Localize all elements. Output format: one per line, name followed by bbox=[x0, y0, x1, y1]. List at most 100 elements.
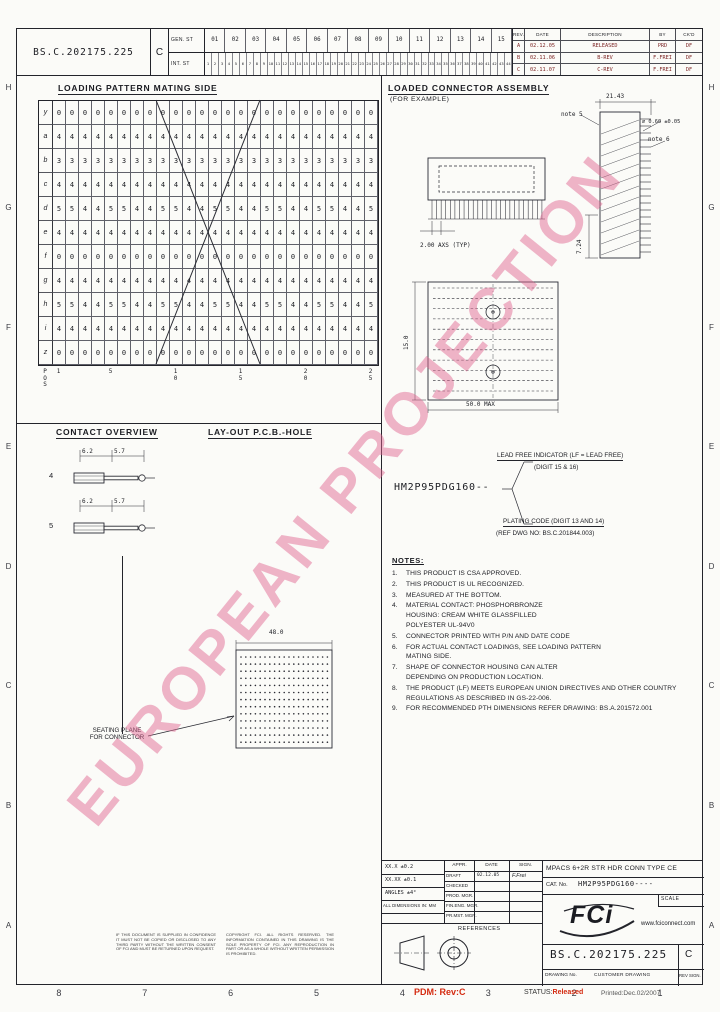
third-angle-projection-symbol bbox=[394, 935, 471, 971]
loading-cell: 4 bbox=[53, 317, 66, 341]
note-line: SHAPE OF CONNECTOR HOUSING CAN ALTER bbox=[406, 664, 558, 672]
loading-cell: 4 bbox=[209, 317, 222, 341]
int-st-cell: 29 bbox=[401, 52, 408, 75]
note-line: THIS PRODUCT IS CSA APPROVED. bbox=[406, 570, 522, 577]
loading-cell: 4 bbox=[79, 125, 92, 149]
loading-cell: 0 bbox=[300, 341, 313, 365]
note-line: MEASURED AT THE BOTTOM. bbox=[406, 591, 502, 599]
loading-cell: 0 bbox=[79, 101, 92, 125]
loading-cell: 0 bbox=[326, 341, 339, 365]
loading-cell: 0 bbox=[66, 101, 79, 125]
loading-cell: 0 bbox=[183, 341, 196, 365]
website-text: www.fciconnect.com bbox=[641, 921, 696, 927]
seating-plane-line1: SEATING PLANE bbox=[92, 727, 142, 734]
loading-cell: 0 bbox=[53, 245, 66, 269]
loading-cell: 4 bbox=[79, 173, 92, 197]
loading-cell: 4 bbox=[261, 125, 274, 149]
loading-cell: 0 bbox=[300, 245, 313, 269]
note-text: FOR ACTUAL CONTACT LOADINGS, SEE LOADING… bbox=[406, 643, 698, 663]
drawing-number: BS.C.202175.225 bbox=[550, 948, 668, 961]
zone-letter: H bbox=[708, 83, 715, 93]
int-st-cell: 5 bbox=[233, 52, 240, 75]
loading-cell: 0 bbox=[339, 245, 352, 269]
loading-cell: 0 bbox=[326, 101, 339, 125]
loading-cell: 0 bbox=[157, 101, 170, 125]
rev-table-header-cell: DATE bbox=[525, 29, 561, 40]
int-st-cell: 28 bbox=[394, 52, 401, 75]
tolerance-row: XX.XX ±0.1 bbox=[385, 877, 417, 883]
approval-row-label: FIN.ENG. MGR. bbox=[446, 903, 479, 908]
seating-plane-label: SEATING PLANE FOR CONNECTOR bbox=[80, 727, 154, 742]
loading-cell: 5 bbox=[66, 197, 79, 221]
loading-cell: 4 bbox=[53, 173, 66, 197]
loading-cell: 4 bbox=[222, 269, 235, 293]
loading-cell: 4 bbox=[157, 269, 170, 293]
rev-table-cell: PRD bbox=[650, 40, 676, 52]
loading-row-label: i bbox=[39, 317, 53, 341]
zone-number: 5 bbox=[314, 988, 320, 998]
gen-st-cell: 13 bbox=[451, 29, 472, 52]
loading-cell: 0 bbox=[313, 245, 326, 269]
note-text: THIS PRODUCT IS CSA APPROVED. bbox=[406, 569, 698, 579]
approval-row-label: PR.MST. MGR. bbox=[446, 913, 477, 918]
int-st-cell: 4 bbox=[226, 52, 233, 75]
loading-cell: 4 bbox=[287, 293, 300, 317]
rev-table-header-cell: CK'D bbox=[683, 31, 695, 37]
loading-cell: 4 bbox=[196, 125, 209, 149]
loading-cell: 0 bbox=[339, 101, 352, 125]
references-label: REFERENCES bbox=[458, 926, 501, 932]
loading-cell: 4 bbox=[313, 221, 326, 245]
note-line: MATING SIDE. bbox=[406, 653, 452, 661]
rev-table-cell: A bbox=[513, 40, 525, 52]
loading-cell: 5 bbox=[105, 197, 118, 221]
drawing-revision: C bbox=[685, 949, 693, 960]
loading-cell: 0 bbox=[209, 245, 222, 269]
loading-cell: 0 bbox=[131, 341, 144, 365]
loading-cell: 4 bbox=[222, 173, 235, 197]
legal-notice-2: COPYRIGHT FCI. ALL RIGHTS RESERVED. THE … bbox=[226, 932, 334, 957]
loading-cell: 0 bbox=[183, 101, 196, 125]
lead-free-indicator-note: LEAD FREE INDICATOR (LF = LEAD FREE) bbox=[497, 452, 624, 461]
loading-cell: 4 bbox=[79, 293, 92, 317]
loading-cell: 4 bbox=[144, 317, 157, 341]
loading-cell: 4 bbox=[235, 221, 248, 245]
gen-st-cell: 03 bbox=[246, 29, 267, 52]
gen-st-cell: 11 bbox=[410, 29, 431, 52]
note-item: 3.MEASURED AT THE BOTTOM. bbox=[392, 591, 698, 601]
loading-cell: 4 bbox=[131, 125, 144, 149]
rev-table-cell: 02.11.06 bbox=[525, 52, 561, 64]
note-item: 9.FOR RECOMMENDED PTH DIMENSIONS REFER D… bbox=[392, 704, 698, 714]
loading-cell: 4 bbox=[248, 269, 261, 293]
loading-cell: 0 bbox=[53, 101, 66, 125]
loading-cell: 0 bbox=[157, 341, 170, 365]
loading-cell: 4 bbox=[300, 269, 313, 293]
loading-cell: 4 bbox=[183, 173, 196, 197]
loading-cell: 4 bbox=[53, 269, 66, 293]
loading-cell: 4 bbox=[92, 197, 105, 221]
loading-cell: 0 bbox=[235, 245, 248, 269]
loading-cell: 3 bbox=[222, 149, 235, 173]
loading-cell: 3 bbox=[352, 149, 365, 173]
loading-cell: 3 bbox=[274, 149, 287, 173]
customer-drawing-label: CUSTOMER DRAWING bbox=[594, 973, 651, 978]
seating-plane-line2: FOR CONNECTOR bbox=[89, 734, 145, 742]
zone-letter: F bbox=[709, 322, 714, 332]
rev-table-cell: DF bbox=[685, 66, 693, 73]
loading-cell: 4 bbox=[300, 221, 313, 245]
pos-label-char: S bbox=[43, 381, 47, 388]
loading-cell: 4 bbox=[222, 221, 235, 245]
loading-cell: 4 bbox=[248, 125, 261, 149]
int-st-cell: 2 bbox=[212, 52, 219, 75]
zone-letter: B bbox=[5, 801, 12, 811]
loading-cell: 4 bbox=[235, 317, 248, 341]
loading-row-label: c bbox=[39, 173, 53, 197]
loading-row-label: e bbox=[39, 221, 53, 245]
int-st-cell: 39 bbox=[470, 52, 478, 75]
rev-table-cell: F.FREI bbox=[650, 64, 676, 75]
loading-cell: 3 bbox=[92, 149, 105, 173]
